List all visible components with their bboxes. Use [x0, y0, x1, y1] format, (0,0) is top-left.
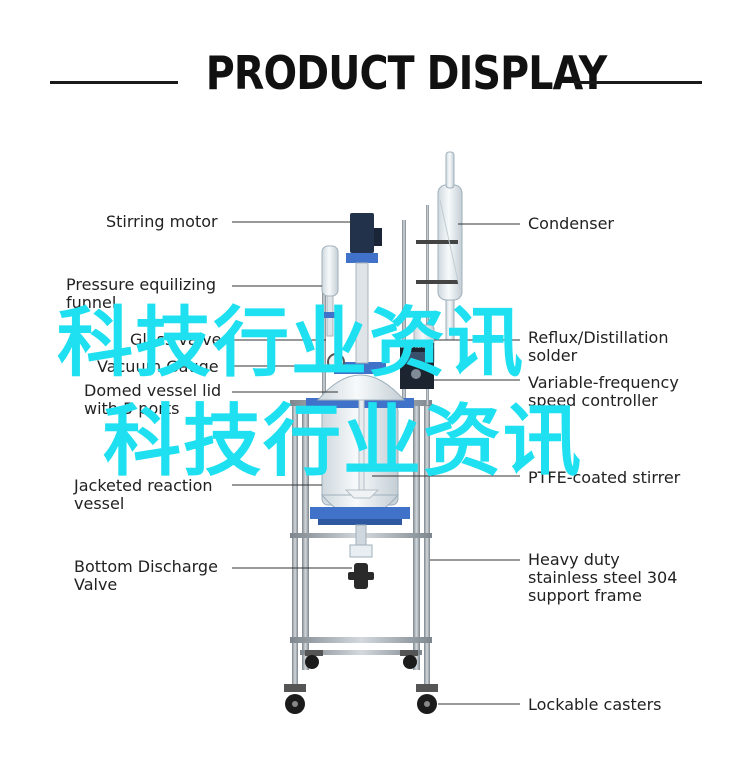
overlay-text-line-1: 科技行业资讯 — [57, 298, 525, 387]
stirring-motor-shape — [346, 213, 382, 364]
page-title: PRODUCT DISPLAY — [205, 46, 608, 100]
leader-lines-right — [372, 223, 520, 705]
leader-lines-left — [232, 221, 352, 569]
label-pressure-funnel: Pressure equilizing funnel — [66, 275, 217, 312]
condenser-shape — [416, 151, 463, 341]
label-condenser: Condenser — [528, 214, 614, 233]
overlay-text-line-2: 科技行业资讯 — [103, 397, 584, 487]
pressure-funnel-shape — [321, 245, 339, 337]
vacuum-gauge-shape — [327, 353, 345, 371]
label-support-frame: Heavy duty stainless steel 304 support f… — [528, 550, 678, 605]
label-bottom-valve: Bottom Discharge Valve — [74, 557, 218, 594]
label-domed-lid: Domed vessel lid with 5 ports — [84, 381, 222, 418]
label-stirring-motor: Stirring motor — [106, 212, 218, 231]
header-rule-left — [50, 81, 178, 84]
label-speed-controller: Variable-frequency speed controller — [528, 373, 679, 410]
label-vacuum-gauge: Vacuum Gauge — [97, 357, 219, 376]
label-casters: Lockable casters — [528, 695, 662, 714]
label-glass-valve: Glass valve — [130, 330, 222, 349]
label-jacketed-vessel: Jacketed reaction vessel — [74, 476, 213, 513]
header-rule-right — [574, 81, 702, 84]
speed-controller-shape: GLASS REACTOR — [400, 343, 434, 389]
controller-panel-text: GLASS REACTOR — [400, 344, 434, 349]
label-reflux-solder: Reflux/Distillation solder — [528, 328, 669, 365]
label-ptfe-stirrer: PTFE-coated stirrer — [528, 468, 681, 487]
casters — [284, 650, 438, 714]
bottom-valve-shape — [348, 524, 374, 589]
